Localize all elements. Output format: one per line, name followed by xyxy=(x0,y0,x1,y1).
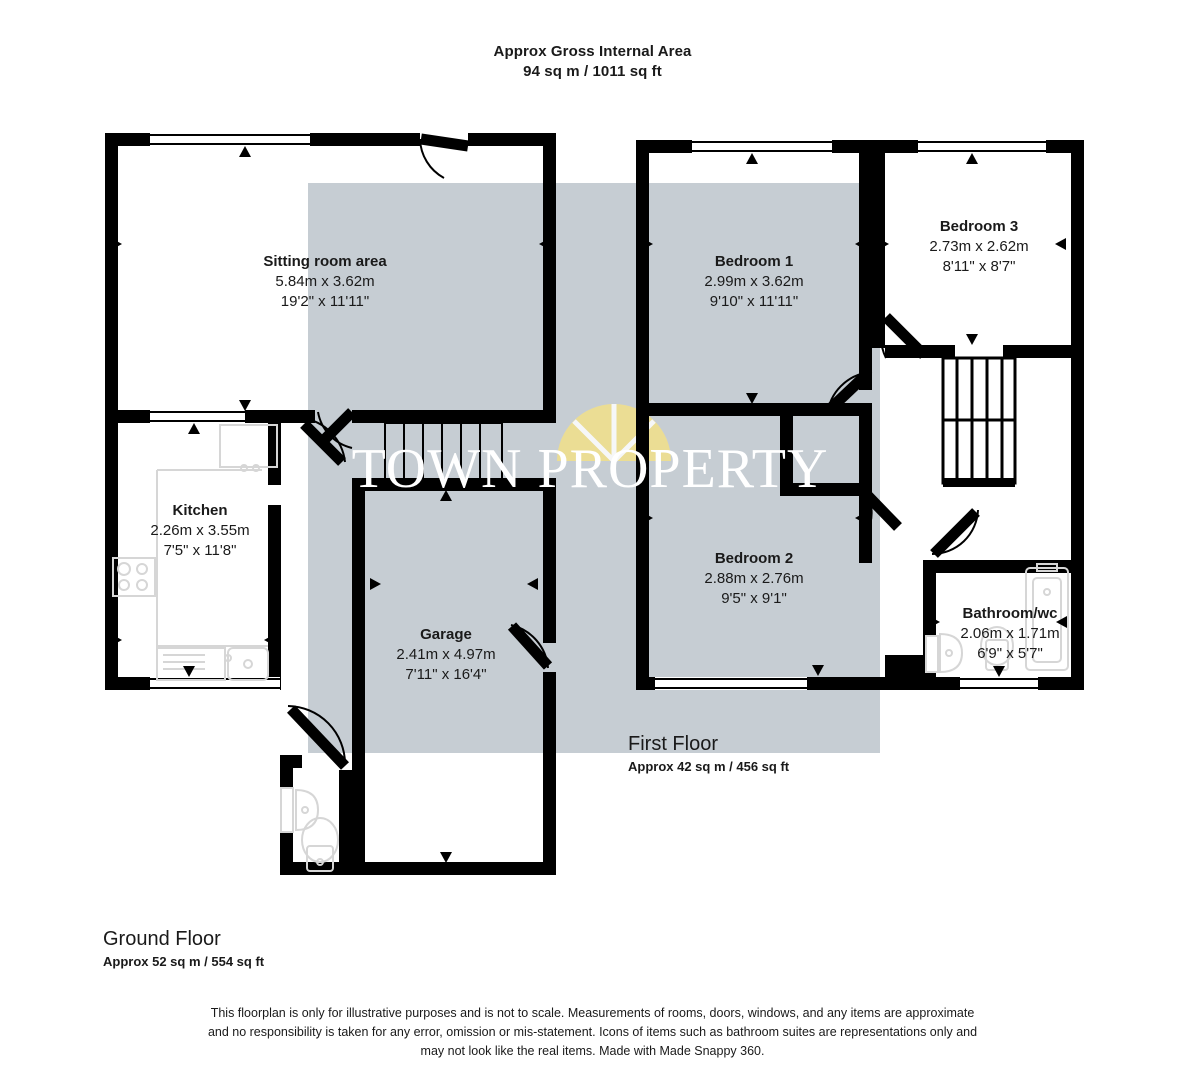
room-label-sitting-room-area: Sitting room area 5.84m x 3.62m 19'2" x … xyxy=(225,252,425,312)
room-metric: 2.26m x 3.55m xyxy=(150,522,250,539)
room-imperial: 9'5" x 9'1" xyxy=(721,590,787,607)
room-label-bedroom-2: Bedroom 2 2.88m x 2.76m 9'5" x 9'1" xyxy=(672,549,836,609)
floor-name: Ground Floor xyxy=(103,928,221,950)
disclaimer: This floorplan is only for illustrative … xyxy=(0,1004,1185,1061)
disclaimer-line-2: and no responsibility is taken for any e… xyxy=(207,1025,978,1039)
room-metric: 2.99m x 3.62m xyxy=(704,273,804,290)
room-imperial: 9'10" x 11'11" xyxy=(709,293,799,310)
gross-internal-area-header: Approx Gross Internal Area 94 sq m / 101… xyxy=(0,42,1185,82)
disclaimer-line-1: This floorplan is only for illustrative … xyxy=(210,1006,975,1020)
ground-floor-staircase xyxy=(384,422,503,486)
first-floor-doors xyxy=(826,313,980,558)
floor-area: Approx 52 sq m / 554 sq ft xyxy=(103,954,265,969)
disclaimer-line-3: may not look like the real items. Made w… xyxy=(420,1044,765,1058)
first-floor-view-markers xyxy=(642,153,1067,677)
room-label-bedroom-3: Bedroom 3 2.73m x 2.62m 8'11" x 8'7" xyxy=(897,217,1061,277)
room-label-kitchen: Kitchen 2.26m x 3.55m 7'5" x 11'8" xyxy=(120,501,280,561)
bathtub-icon xyxy=(1025,563,1069,671)
bathroom-fixtures xyxy=(925,563,1069,674)
gross-area-value: 94 sq m / 1011 sq ft xyxy=(523,63,662,80)
basin-icon xyxy=(280,787,320,833)
ground-floor-doors xyxy=(287,133,553,770)
wc-fixtures xyxy=(280,787,339,872)
room-imperial: 7'11" x 16'4" xyxy=(405,666,487,683)
first-floor-plan xyxy=(636,140,1084,690)
room-name: Garage xyxy=(420,626,472,643)
ground-floor-caption: Ground Floor Approx 52 sq m / 554 sq ft xyxy=(103,926,264,972)
room-name: Kitchen xyxy=(172,502,228,519)
room-imperial: 7'5" x 11'8" xyxy=(163,542,237,559)
room-name: Bedroom 1 xyxy=(714,253,794,270)
hob-icon xyxy=(112,557,156,597)
room-label-garage: Garage 2.41m x 4.97m 7'11" x 16'4" xyxy=(366,625,526,685)
room-metric: 2.88m x 2.76m xyxy=(704,570,804,587)
ground-floor-view-markers xyxy=(111,146,550,863)
ground-floor-plan xyxy=(105,133,556,875)
room-name: Bedroom 2 xyxy=(714,550,794,567)
room-name: Bedroom 3 xyxy=(939,218,1019,235)
toilet-icon xyxy=(301,817,339,872)
room-name: Sitting room area xyxy=(263,253,387,270)
floor-name: First Floor xyxy=(628,733,718,755)
sink-icon xyxy=(156,647,269,681)
room-imperial: 8'11" x 8'7" xyxy=(942,258,1016,275)
kitchen-fixtures xyxy=(112,424,278,681)
room-metric: 2.73m x 2.62m xyxy=(929,238,1029,255)
room-metric: 2.06m x 1.71m xyxy=(960,625,1060,642)
room-label-bathroom-wc: Bathroom/wc 2.06m x 1.71m 6'9" x 5'7" xyxy=(925,604,1095,664)
first-floor-caption: First Floor Approx 42 sq m / 456 sq ft xyxy=(628,731,789,777)
room-metric: 2.41m x 4.97m xyxy=(396,646,496,663)
room-imperial: 6'9" x 5'7" xyxy=(977,645,1043,662)
room-metric: 5.84m x 3.62m xyxy=(275,273,375,290)
basin-icon xyxy=(925,632,964,674)
room-imperial: 19'2" x 11'11" xyxy=(280,293,370,310)
room-name: Bathroom/wc xyxy=(962,605,1058,622)
gross-area-title: Approx Gross Internal Area xyxy=(493,43,692,60)
first-floor-staircase xyxy=(941,356,1017,487)
floor-area: Approx 42 sq m / 456 sq ft xyxy=(628,759,790,774)
room-label-bedroom-1: Bedroom 1 2.99m x 3.62m 9'10" x 11'11" xyxy=(672,252,836,312)
first-floor-windows xyxy=(655,140,1046,690)
